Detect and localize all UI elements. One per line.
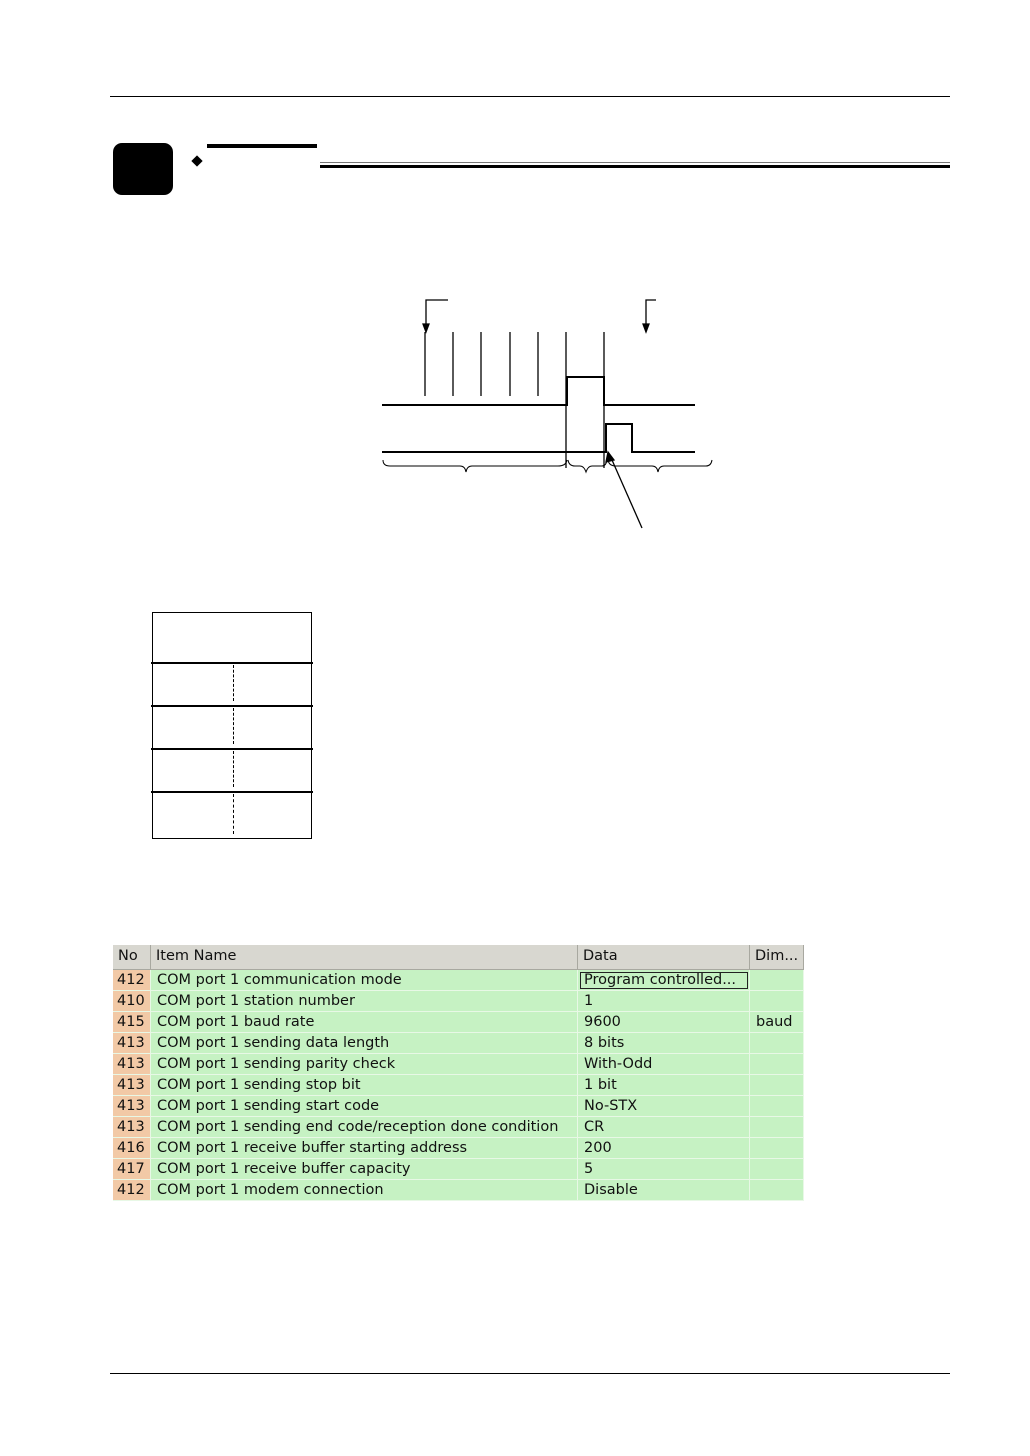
cell-data[interactable]: With-Odd <box>578 1054 750 1075</box>
small-table-divider <box>151 748 313 750</box>
small-table-dashed-divider <box>233 708 234 744</box>
cell-data[interactable]: 5 <box>578 1159 750 1180</box>
cell-dim <box>750 1096 804 1117</box>
small-table-dashed-divider <box>233 751 234 787</box>
cell-dim <box>750 1159 804 1180</box>
cell-data[interactable]: Program controlled... <box>578 970 750 991</box>
cell-item-name: COM port 1 sending parity check <box>151 1054 578 1075</box>
cell-item-name: COM port 1 sending stop bit <box>151 1075 578 1096</box>
small-table-divider <box>151 662 313 664</box>
cell-no: 410 <box>113 991 151 1012</box>
cell-no: 416 <box>113 1138 151 1159</box>
heading-underline <box>320 162 950 163</box>
timing-diagram <box>382 299 713 529</box>
cell-no: 413 <box>113 1096 151 1117</box>
cell-item-name: COM port 1 receive buffer starting addre… <box>151 1138 578 1159</box>
cell-item-name: COM port 1 station number <box>151 991 578 1012</box>
cell-item-name: COM port 1 sending start code <box>151 1096 578 1117</box>
cell-no: 413 <box>113 1117 151 1138</box>
cell-item-name: COM port 1 communication mode <box>151 970 578 991</box>
cell-item-name: COM port 1 receive buffer capacity <box>151 1159 578 1180</box>
cell-no: 413 <box>113 1033 151 1054</box>
small-table-divider <box>151 791 313 793</box>
cell-dim <box>750 1054 804 1075</box>
cell-no: 413 <box>113 1054 151 1075</box>
cell-data[interactable]: 200 <box>578 1138 750 1159</box>
small-table-dashed-divider <box>233 794 234 834</box>
right-arrow-line <box>645 299 656 330</box>
column-header-item-name[interactable]: Item Name <box>151 945 578 969</box>
cell-item-name: COM port 1 sending data length <box>151 1033 578 1054</box>
heading-bar <box>207 144 317 148</box>
cell-data[interactable]: CR <box>578 1117 750 1138</box>
cell-data[interactable]: Disable <box>578 1180 750 1201</box>
column-header-data[interactable]: Data <box>578 945 750 969</box>
upper-signal <box>382 376 695 406</box>
cell-item-name: COM port 1 modem connection <box>151 1180 578 1201</box>
pointer-arrow-head <box>605 450 616 463</box>
cell-data[interactable]: 1 <box>578 991 750 1012</box>
header-rule <box>110 96 950 97</box>
cell-data[interactable]: 1 bit <box>578 1075 750 1096</box>
chapter-tab <box>113 143 173 195</box>
table-header-row: No Item Name Data Dim... <box>113 945 804 970</box>
cell-dim <box>750 1033 804 1054</box>
lower-signal <box>382 423 695 453</box>
cell-item-name: COM port 1 sending end code/reception do… <box>151 1117 578 1138</box>
cell-data[interactable]: No-STX <box>578 1096 750 1117</box>
cell-data[interactable]: 8 bits <box>578 1033 750 1054</box>
cell-dim <box>750 1075 804 1096</box>
column-header-dim[interactable]: Dim... <box>750 945 804 969</box>
cell-no: 412 <box>113 1180 151 1201</box>
cell-no: 413 <box>113 1075 151 1096</box>
cell-data[interactable]: 9600 <box>578 1012 750 1033</box>
cell-no: 415 <box>113 1012 151 1033</box>
pointer-arrow-line <box>611 459 643 529</box>
small-table-divider <box>151 705 313 707</box>
brace-1 <box>382 459 568 473</box>
brace-2 <box>567 459 608 474</box>
left-arrow-head <box>422 323 430 334</box>
cell-dim <box>750 1138 804 1159</box>
heading-underline-thick <box>320 165 950 168</box>
cell-dim <box>750 1117 804 1138</box>
column-header-no[interactable]: No <box>113 945 151 969</box>
diamond-bullet-icon <box>191 155 203 167</box>
brace-3 <box>607 459 713 473</box>
cell-item-name: COM port 1 baud rate <box>151 1012 578 1033</box>
cell-dim <box>750 1180 804 1201</box>
cell-dim: baud <box>750 1012 804 1033</box>
small-table-dashed-divider <box>233 665 234 701</box>
small-table <box>151 612 313 839</box>
cell-no: 417 <box>113 1159 151 1180</box>
right-arrow-head <box>642 323 650 334</box>
cell-no: 412 <box>113 970 151 991</box>
cell-dim <box>750 970 804 991</box>
left-arrow-line <box>425 299 448 330</box>
footer-rule <box>110 1373 950 1374</box>
cell-dim <box>750 991 804 1012</box>
